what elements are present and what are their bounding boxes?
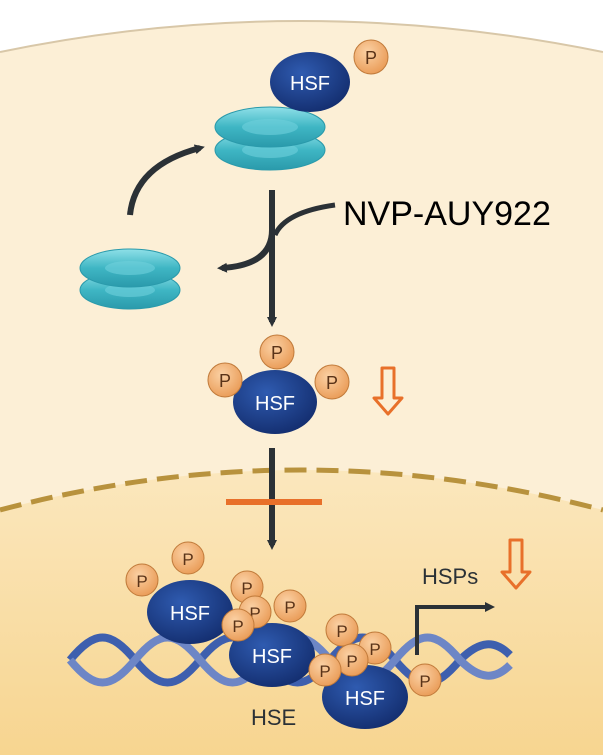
svg-text:P: P <box>365 48 377 68</box>
svg-text:HSF: HSF <box>170 603 210 625</box>
svg-text:P: P <box>232 617 243 636</box>
dissociation-arrow <box>217 229 275 273</box>
phospho-middle-top: P <box>259 334 295 370</box>
svg-text:P: P <box>419 672 430 691</box>
svg-text:P: P <box>346 652 357 671</box>
phospho-trimer-group: P P P P P P P P P P P <box>125 541 442 697</box>
svg-text:P: P <box>369 640 380 659</box>
svg-text:P: P <box>319 662 330 681</box>
svg-text:HSF: HSF <box>345 688 385 710</box>
svg-text:P: P <box>271 343 283 363</box>
phospho-top: P <box>353 39 389 75</box>
nuclear-envelope <box>0 467 603 513</box>
hsf-middle: HSF <box>233 370 317 434</box>
svg-text:P: P <box>249 604 260 623</box>
svg-text:P: P <box>182 550 193 569</box>
hsps-label: HSPs <box>422 564 478 589</box>
hsps-decrease-arrow-icon <box>500 538 532 590</box>
hsf-trimer-2: HSF <box>229 623 315 687</box>
svg-text:P: P <box>219 371 231 391</box>
recycle-arrow <box>127 144 205 216</box>
svg-text:HSF: HSF <box>252 646 292 668</box>
decrease-arrow-icon <box>372 366 404 416</box>
drug-label: NVP-AUY922 <box>343 195 551 233</box>
hsf-top-label: HSF <box>290 73 330 95</box>
phospho-middle-left: P <box>207 362 243 398</box>
hsp90-dimer-left <box>79 248 181 310</box>
svg-text:HSF: HSF <box>255 393 295 415</box>
svg-text:P: P <box>241 579 252 598</box>
cell-membrane <box>0 20 603 53</box>
hsp90-dimer-top <box>214 106 326 171</box>
phospho-middle-right: P <box>314 364 350 400</box>
hsf-top: HSF <box>270 52 350 112</box>
hse-label: HSE <box>251 705 296 730</box>
hsf-trimer-1: HSF <box>147 580 233 644</box>
svg-text:P: P <box>326 373 338 393</box>
svg-text:P: P <box>284 598 295 617</box>
hsf-trimer-3: HSF <box>322 665 408 729</box>
svg-text:P: P <box>136 572 147 591</box>
drug-action-line <box>272 202 336 237</box>
svg-text:P: P <box>336 622 347 641</box>
transcription-arrow <box>415 602 495 655</box>
